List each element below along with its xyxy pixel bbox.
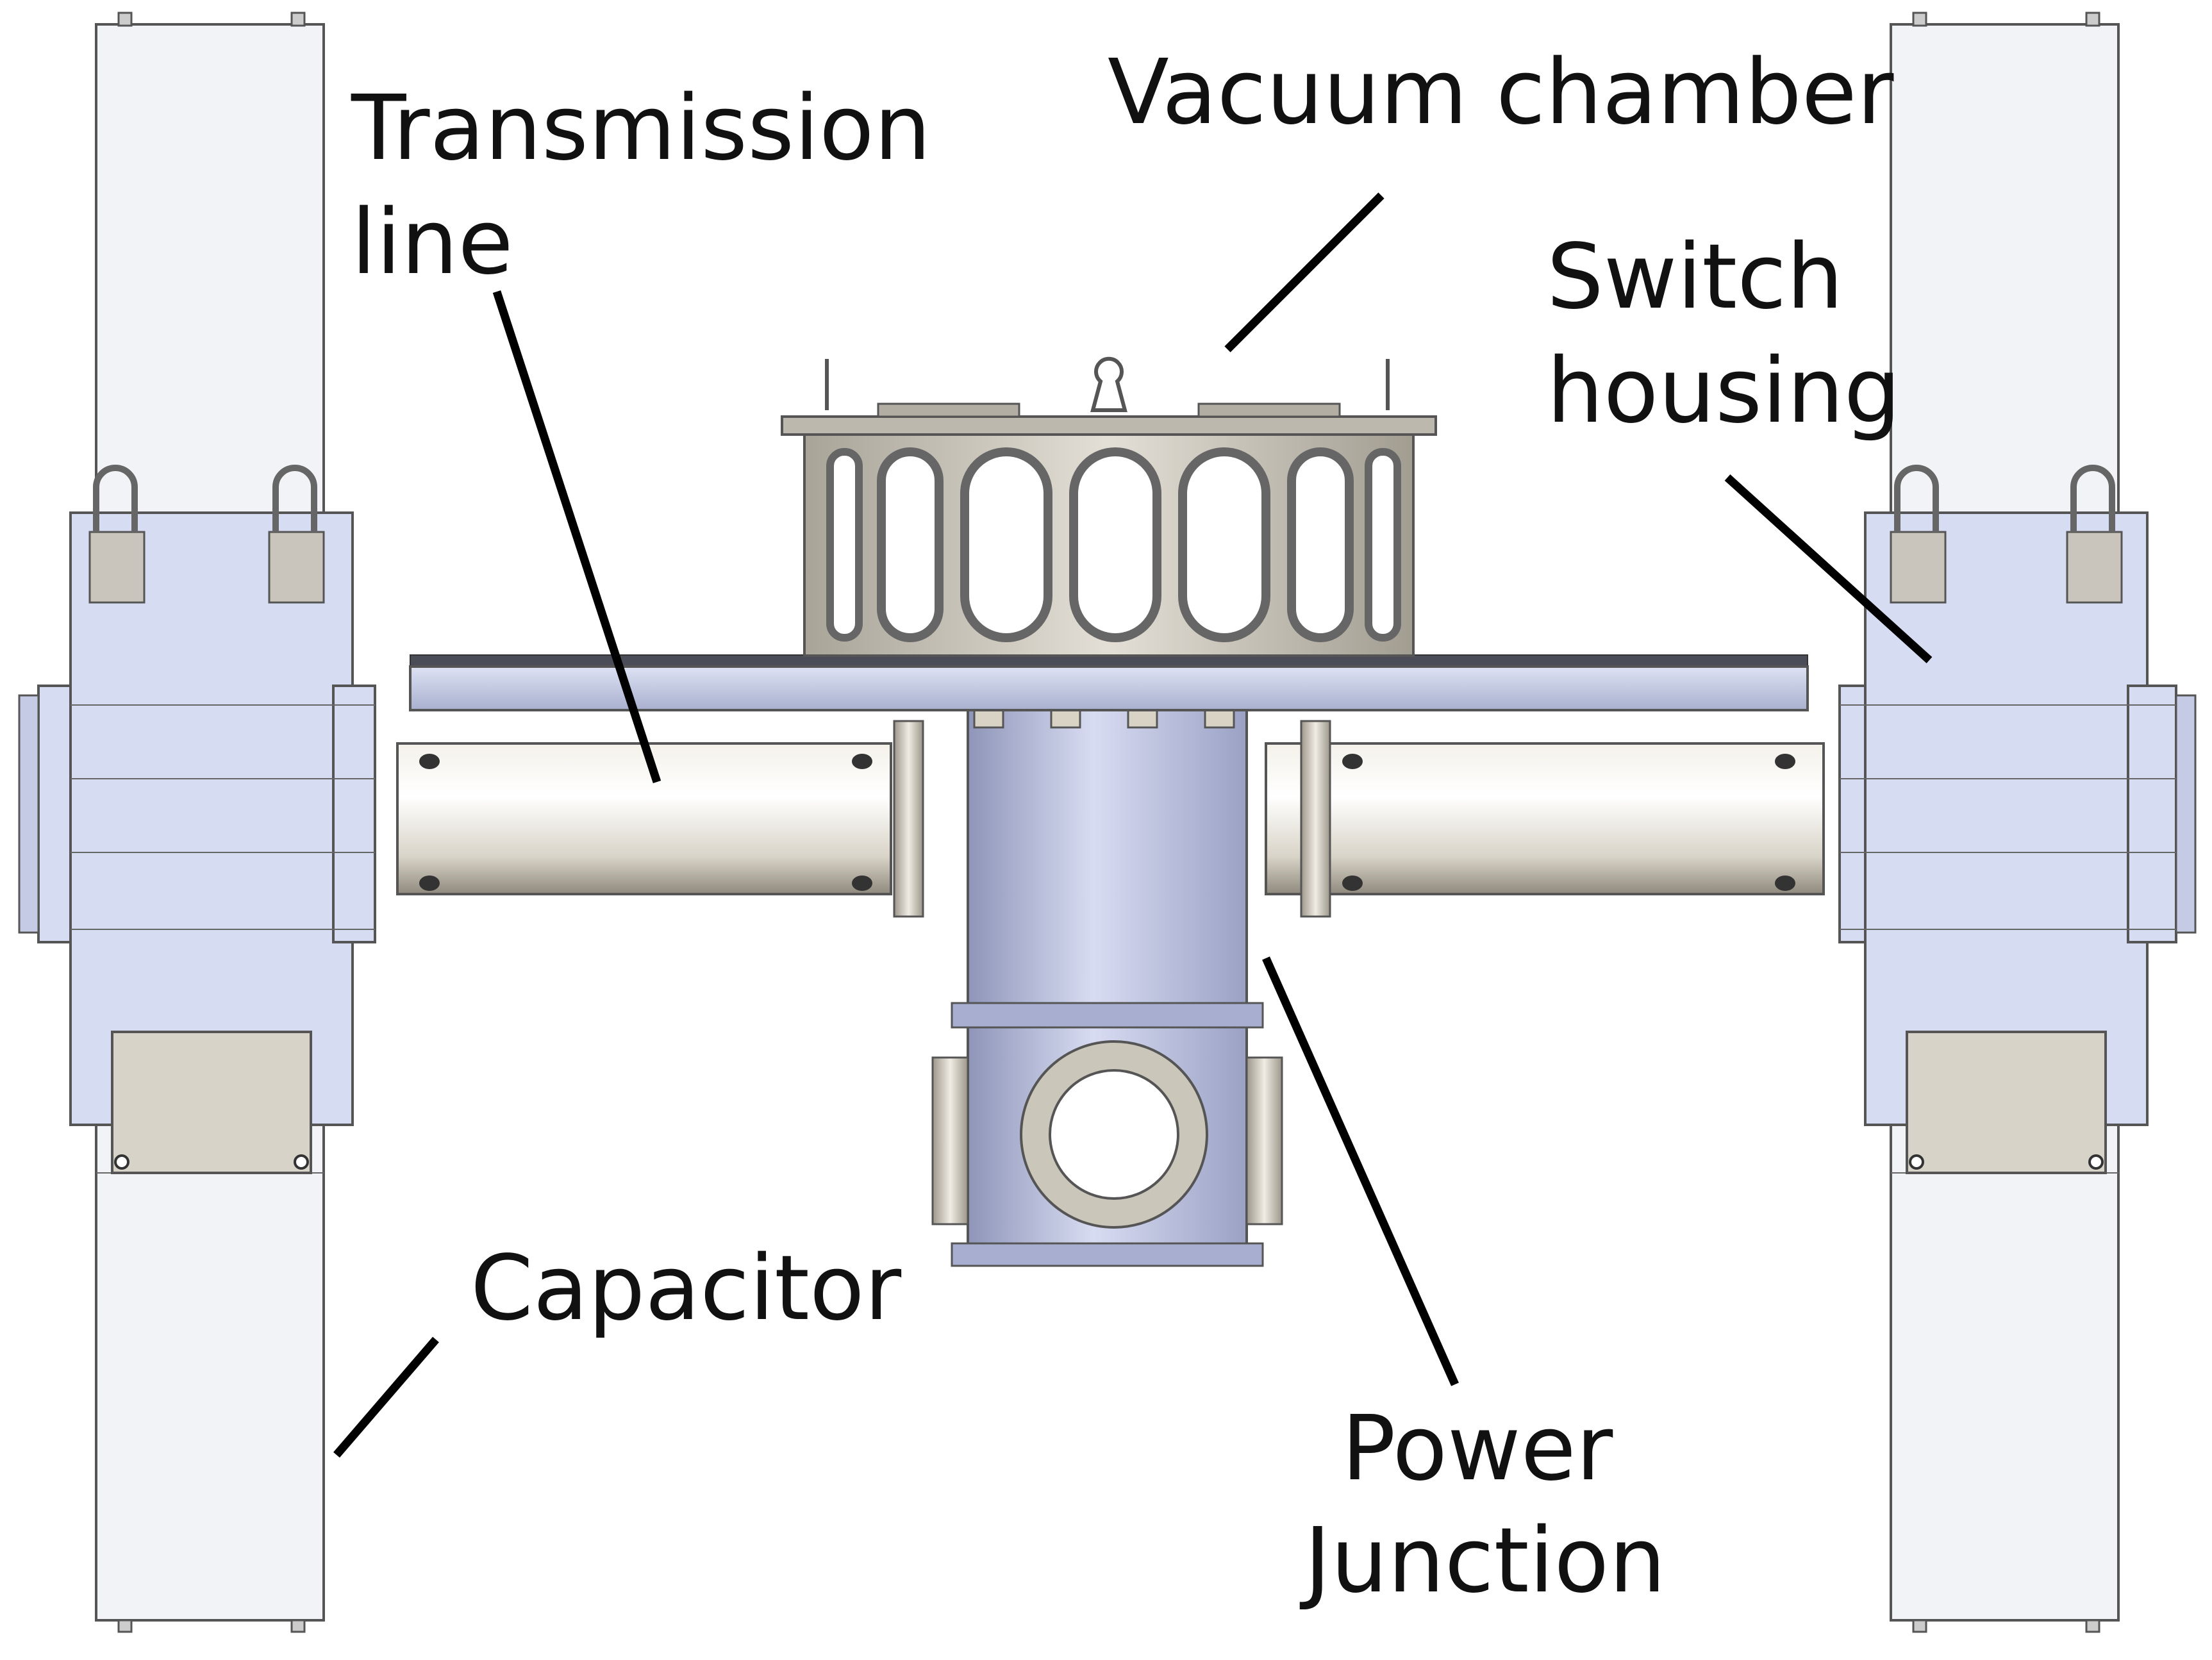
label-switch-housing: Switch housing bbox=[1547, 225, 1901, 444]
vacuum-chamber bbox=[781, 356, 1437, 657]
leader-power-junction bbox=[1262, 956, 1459, 1386]
leader-vacuum-chamber bbox=[1224, 192, 1385, 353]
label-transmission-line-2: line bbox=[351, 190, 513, 295]
label-capacitor: Capacitor bbox=[470, 1236, 902, 1341]
mounting-plate bbox=[409, 654, 1809, 711]
left-switch-housing bbox=[18, 465, 376, 1174]
leader-transmission-line bbox=[492, 290, 661, 784]
leader-switch-housing bbox=[1724, 474, 1933, 663]
label-vacuum-chamber: Vacuum chamber bbox=[1108, 40, 1894, 145]
left-transmission-pipe bbox=[396, 720, 924, 918]
label-transmission-line-1: Transmission bbox=[351, 76, 931, 181]
power-junction bbox=[931, 707, 1283, 1267]
label-transmission-line: Transmission line bbox=[351, 76, 960, 295]
label-power-junction-1: Power bbox=[1342, 1397, 1613, 1501]
label-power-junction-2: Junction bbox=[1299, 1509, 1666, 1613]
leader-lines bbox=[333, 192, 1933, 1458]
right-transmission-pipe bbox=[1265, 720, 1825, 918]
label-switch-housing-2: housing bbox=[1547, 339, 1901, 444]
label-power-junction: Power Junction bbox=[1299, 1397, 1666, 1613]
label-switch-housing-1: Switch bbox=[1547, 225, 1843, 329]
right-switch-housing bbox=[1838, 465, 2197, 1174]
leader-capacitor bbox=[333, 1336, 439, 1458]
